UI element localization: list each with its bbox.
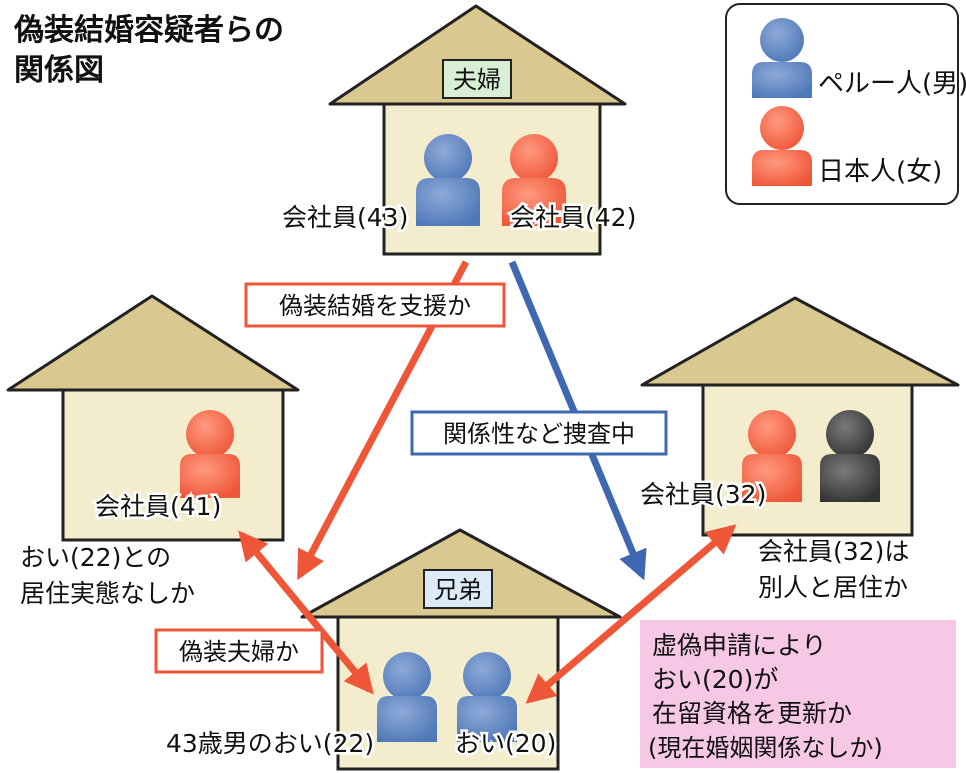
legend: ペルー人(男) 日本人(女) — [725, 3, 966, 205]
house-left-note-line-2: 居住実態なしか — [20, 579, 195, 608]
female-person-icon — [502, 134, 566, 226]
house-bottom-label-box — [423, 569, 493, 609]
house-top-label: 夫婦 — [453, 66, 501, 94]
male-person-icon — [377, 652, 437, 742]
fake-couple-label: 偽装夫婦か — [154, 628, 324, 674]
fake-couple-arrow — [238, 530, 374, 695]
house-top-label-box — [442, 59, 512, 99]
title-line-2: 関係図 — [14, 53, 104, 88]
house-top: 夫婦 会社員(43) 会社員(42) — [280, 4, 639, 256]
fake-couple-label-box — [154, 628, 324, 674]
legend-female-label: 日本人(女) — [818, 157, 942, 187]
false-application-note-box — [640, 620, 956, 768]
male-person-icon — [416, 134, 480, 226]
female-person-icon — [752, 106, 812, 186]
house-bottom-left-person: 43歳男のおい(22) — [166, 729, 374, 758]
false-application-note: 虚偽申請により おい(20)が 在留資格を更新か (現在婚姻関係なしか) — [640, 620, 956, 768]
house-right-person: 会社員(32) — [640, 480, 766, 509]
house-left-body — [61, 388, 285, 542]
house-top-right-person: 会社員(42) — [510, 203, 636, 232]
false-application-line-4: (現在婚姻関係なしか) — [648, 734, 883, 762]
house-top-left-person: 会社員(43) — [282, 203, 408, 232]
title-line-1: 偽装結婚容疑者らの — [13, 13, 284, 48]
support-label: 偽装結婚を支援か — [244, 282, 506, 328]
female-person-icon — [180, 410, 240, 498]
house-left: 会社員(41) おい(22)との 居住実態なしか — [6, 294, 300, 608]
house-left-note-line-1: おい(22)との — [20, 543, 171, 572]
house-right-note-line-1: 会社員(32)は — [758, 537, 909, 566]
house-right-body — [701, 383, 914, 537]
investigation-label-box — [410, 410, 668, 456]
unknown-person-icon — [820, 410, 880, 502]
male-person-icon — [752, 18, 812, 98]
support-label-box — [244, 282, 506, 328]
false-application-line-2: おい(20)が — [652, 665, 778, 694]
house-bottom-right-person: おい(20) — [455, 729, 556, 758]
false-application-arrow — [525, 524, 737, 704]
house-bottom-label: 兄弟 — [434, 576, 482, 604]
house-right: 会社員(32) 会社員(32)は 別人と居住か — [638, 296, 960, 602]
support-label-text: 偽装結婚を支援か — [279, 292, 471, 320]
male-person-icon — [457, 652, 517, 742]
false-application-line-1: 虚偽申請により — [652, 631, 827, 660]
house-left-person: 会社員(41) — [95, 492, 221, 521]
female-person-icon — [742, 410, 802, 502]
house-top-body — [382, 102, 602, 256]
house-right-note-line-2: 別人と居住か — [758, 573, 908, 602]
false-application-line-3: 在留資格を更新か — [652, 699, 852, 728]
investigation-label: 関係性など捜査中 — [410, 410, 668, 456]
house-bottom-body — [336, 615, 560, 771]
fake-couple-label-text: 偽装夫婦か — [179, 638, 299, 666]
house-right-roof — [640, 296, 960, 387]
investigation-label-text: 関係性など捜査中 — [443, 420, 635, 448]
legend-male-label: ペルー人(男) — [818, 69, 966, 99]
